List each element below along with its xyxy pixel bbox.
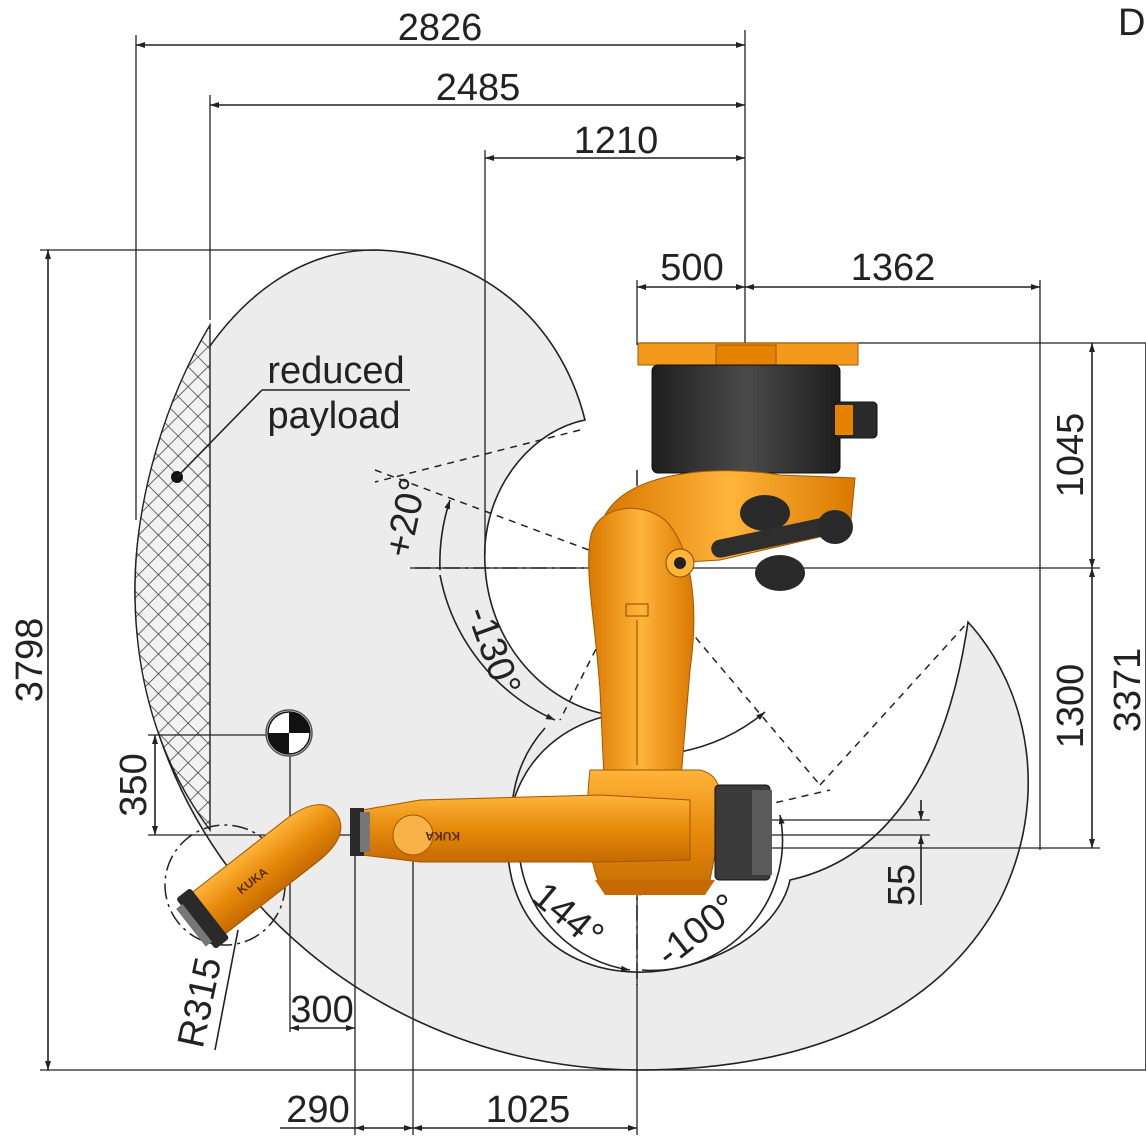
dim-1300: 1300 [1050,664,1092,749]
dim-3371: 3371 [1107,648,1146,733]
dim-290: 290 [286,1089,349,1131]
center-of-gravity-icon [265,709,313,757]
robot-upper-arm [361,794,691,863]
corner-label: D [1118,2,1145,44]
robot-base [651,364,841,474]
dim-r315: R315 [170,954,230,1052]
reduced-payload-leader [171,389,410,483]
dim-1362: 1362 [851,247,936,289]
robot-brand-logo: KUKA [425,829,460,843]
dim-1045: 1045 [1050,413,1092,498]
reduced-payload-zone [134,322,211,833]
dim-500: 500 [660,247,723,289]
dim-350: 350 [113,753,155,816]
work-envelope [134,249,1030,1071]
robot-wrist [189,804,342,937]
dim-3798: 3798 [9,618,51,703]
dim-55: 55 [881,864,923,906]
dim-2485: 2485 [436,67,521,109]
dim-1210: 1210 [574,120,659,162]
reduced-payload-label-line1: reduced [267,350,404,392]
dim-1025: 1025 [486,1089,571,1131]
robot: KUKA KUKA [176,342,878,949]
reduced-payload-label-line2: payload [267,395,400,437]
robot-lower-arm [588,507,695,801]
dim-2826: 2826 [398,7,483,49]
dim-300: 300 [290,989,353,1031]
